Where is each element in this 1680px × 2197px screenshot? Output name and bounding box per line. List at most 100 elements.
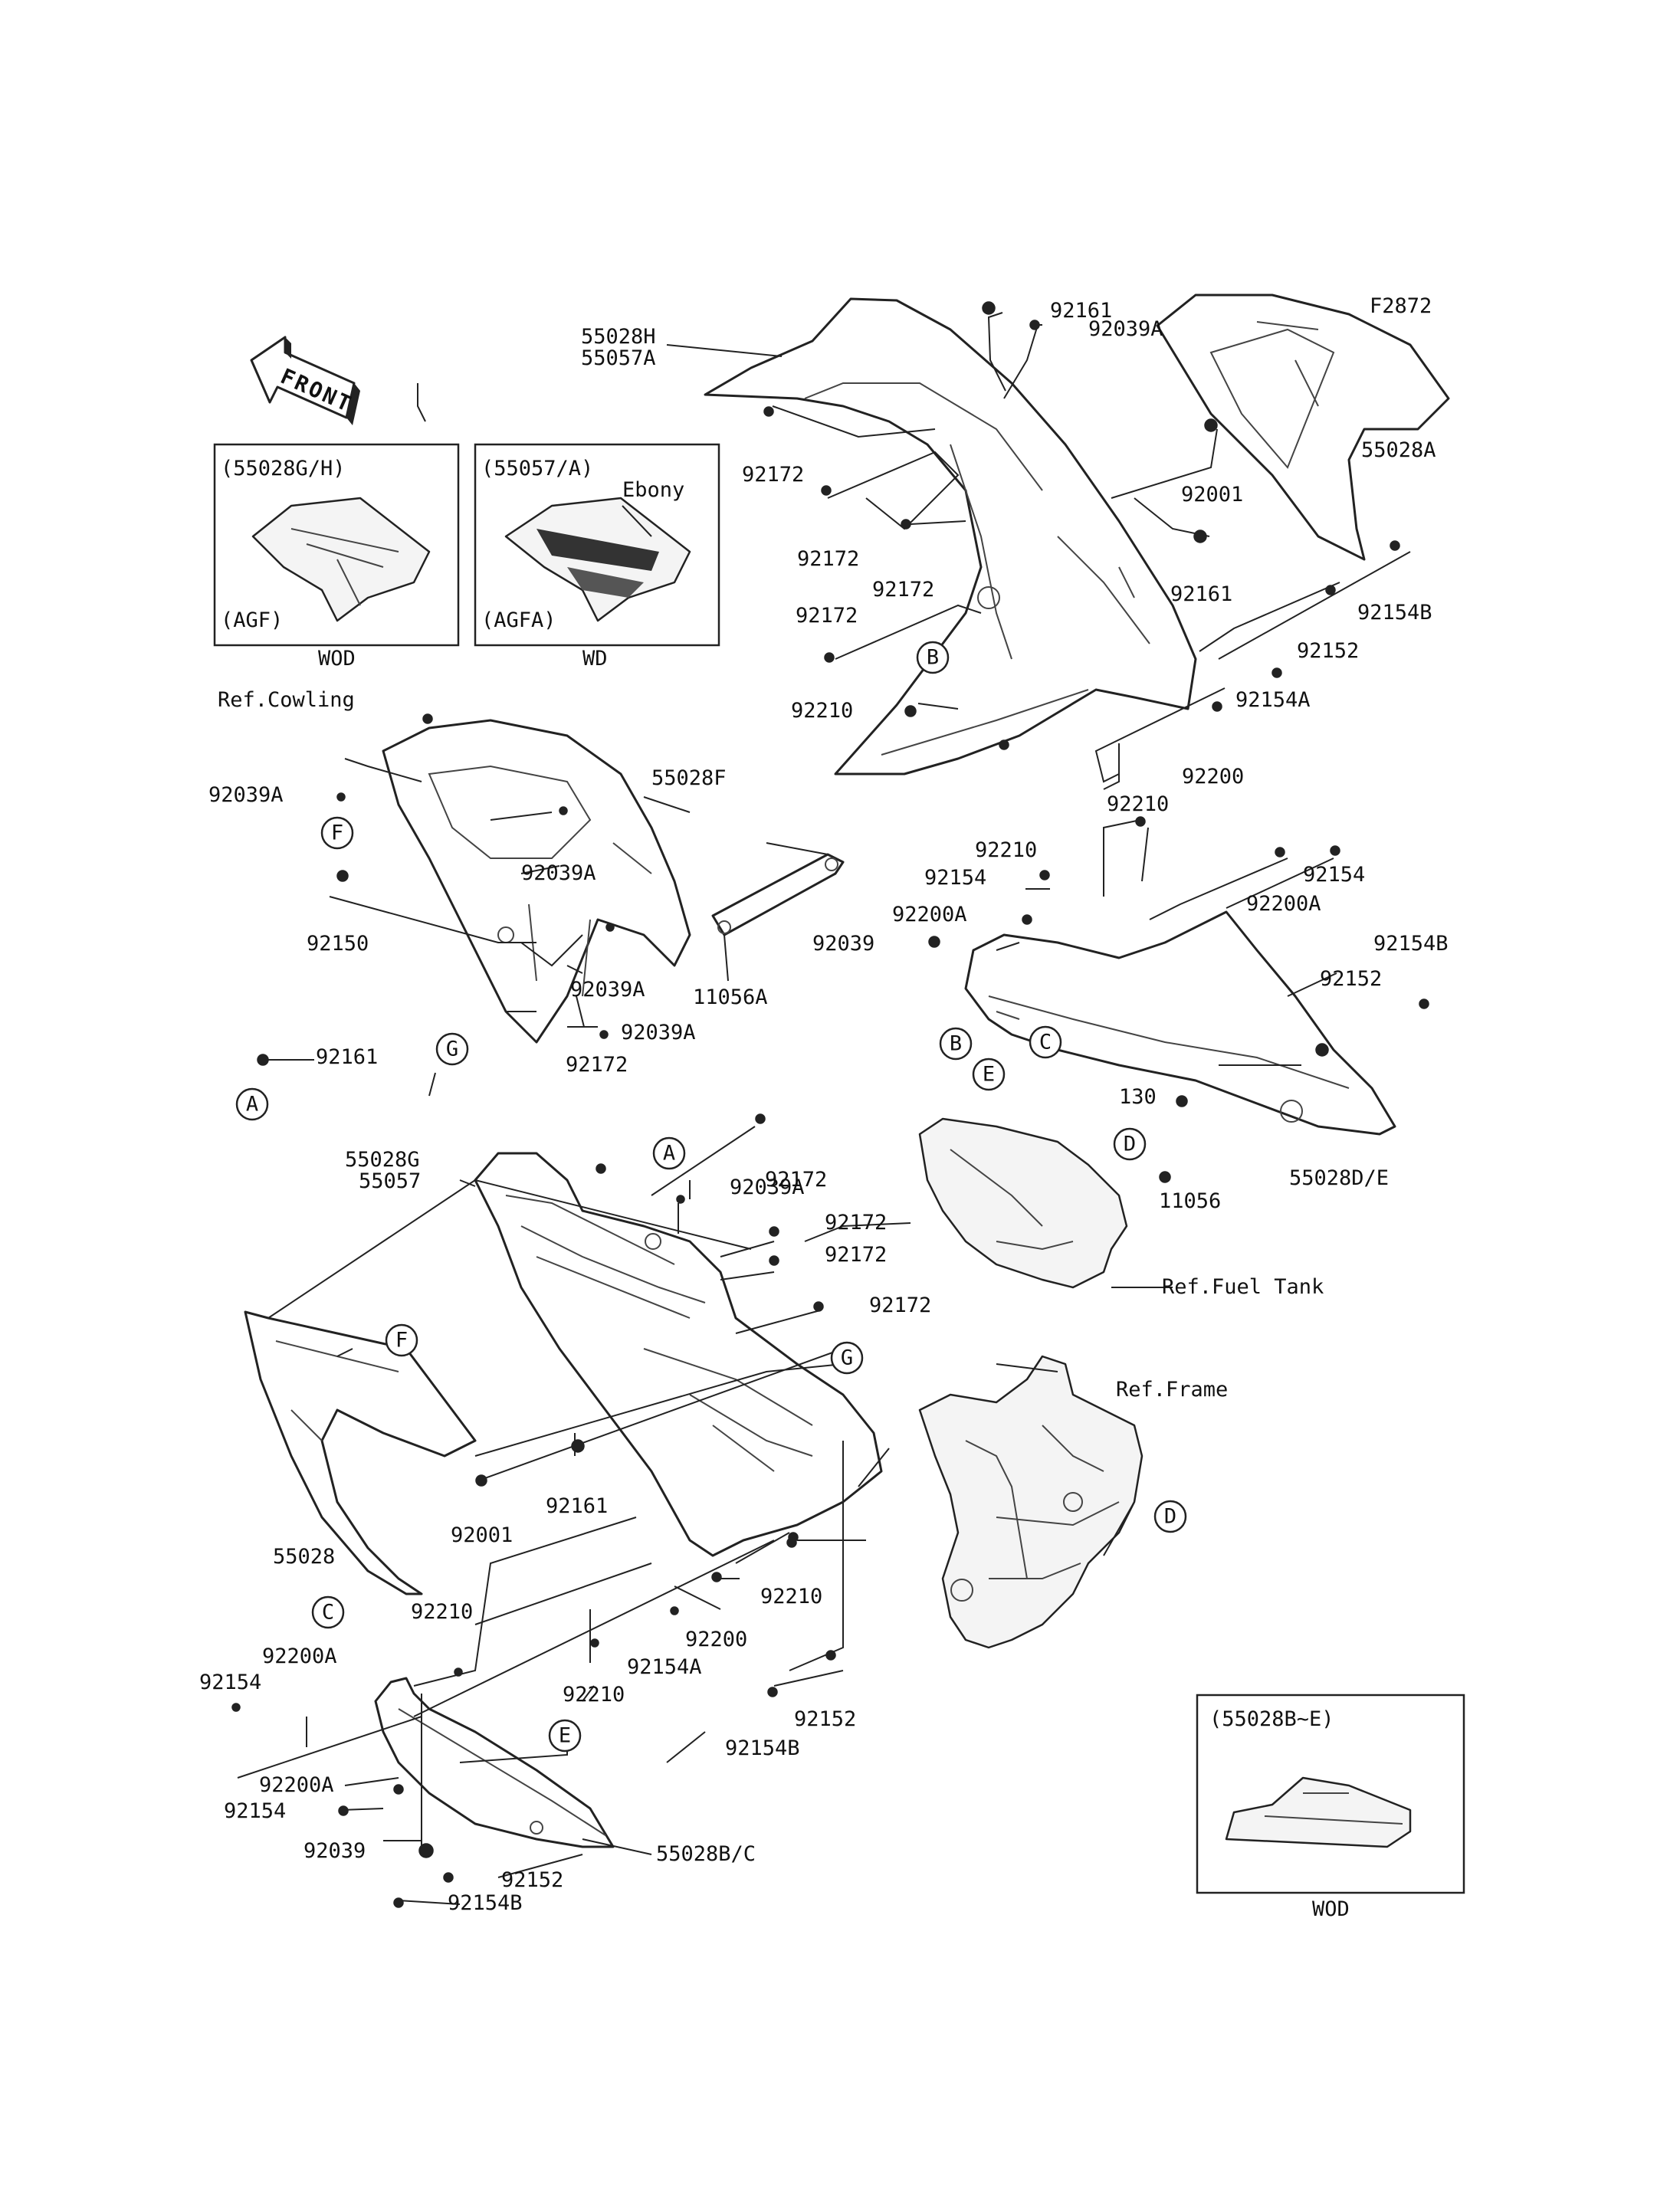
- part-label: 92154: [924, 866, 986, 890]
- svg-text:C: C: [1039, 1031, 1052, 1054]
- callout-e-2: E: [548, 1719, 582, 1753]
- part-label: 92172: [872, 578, 934, 602]
- callout-f-1: F: [320, 816, 354, 850]
- callout-f-2: F: [385, 1323, 418, 1357]
- frame-ref-part: [918, 1355, 1144, 1649]
- part-label: 92001: [1181, 483, 1243, 507]
- inset-2-caption: WD: [582, 647, 608, 671]
- part-label: 92200A: [259, 1773, 334, 1797]
- part-label: 92172: [742, 463, 804, 487]
- inset-3-caption: WOD: [1312, 1897, 1350, 1921]
- svg-text:C: C: [322, 1601, 334, 1625]
- callout-d-2: D: [1153, 1500, 1187, 1533]
- inset-box-55057a: (55057/A) Ebony (AGFA): [474, 443, 720, 647]
- part-label: 92039A: [1088, 317, 1163, 341]
- svg-text:D: D: [1124, 1133, 1136, 1156]
- callout-b-2: B: [939, 1027, 973, 1061]
- part-label: 92161: [316, 1045, 378, 1069]
- part-label: 92200A: [262, 1644, 337, 1668]
- part-label: 92172: [825, 1211, 887, 1235]
- part-label: 92152: [794, 1707, 856, 1731]
- part-label: 92154B: [448, 1891, 523, 1915]
- part-labels: 92161 92039A F2872 55028H 55057A 55028A …: [199, 294, 1449, 1915]
- part-label: 92161: [546, 1494, 608, 1518]
- part-label: 92039A: [570, 978, 645, 1002]
- part-label: 130: [1119, 1085, 1157, 1109]
- part-label: 92210: [1107, 792, 1169, 816]
- inset-2-header: (55057/A): [481, 457, 593, 480]
- diagram-code: F2872: [1370, 294, 1432, 318]
- ref-fuel-tank-label: Ref.Fuel Tank: [1162, 1275, 1324, 1299]
- part-label: 92039: [812, 932, 874, 956]
- part-label: 92154B: [1357, 601, 1432, 625]
- svg-text:B: B: [950, 1032, 962, 1056]
- part-label: 92161: [1050, 299, 1112, 323]
- inset-1-header: (55028G/H): [221, 457, 346, 480]
- part-label: 92154B: [725, 1736, 800, 1760]
- part-label: 55028D/E: [1289, 1166, 1389, 1190]
- inset-2-note: Ebony: [622, 478, 684, 502]
- part-label: 92152: [501, 1868, 563, 1892]
- part-label: 55028F: [651, 766, 727, 790]
- svg-text:F: F: [395, 1329, 408, 1353]
- part-label: 92200A: [892, 903, 967, 926]
- svg-text:D: D: [1164, 1505, 1176, 1529]
- callout-g-1: G: [435, 1032, 469, 1066]
- part-label: 55028H: [581, 325, 656, 349]
- inset-1-caption: WOD: [318, 647, 356, 671]
- part-label: 92150: [307, 932, 369, 956]
- callout-b-1: B: [916, 641, 950, 674]
- part-label: 92172: [825, 1243, 887, 1267]
- side-panel-part: [1156, 293, 1450, 561]
- callout-c-2: C: [311, 1595, 345, 1629]
- part-label: 92154: [1303, 863, 1365, 887]
- svg-text:B: B: [927, 646, 939, 670]
- ref-frame-label: Ref.Frame: [1116, 1378, 1228, 1402]
- inset-box-55028b-e: (55028B~E): [1196, 1694, 1465, 1894]
- inset-1-footer: (AGF): [221, 608, 283, 632]
- part-label: 92172: [797, 547, 859, 571]
- part-label: 92001: [451, 1523, 513, 1547]
- part-label: 92172: [566, 1053, 628, 1077]
- part-label: 92172: [765, 1168, 827, 1192]
- part-label: 55028: [273, 1545, 335, 1569]
- part-label: 55028B/C: [656, 1842, 756, 1866]
- part-label: 55057A: [581, 346, 656, 370]
- part-label: 92172: [869, 1294, 931, 1317]
- part-label: 92154: [224, 1799, 286, 1823]
- svg-text:E: E: [559, 1724, 571, 1748]
- upper-cowling-part: [704, 297, 1197, 776]
- ref-cowling-label: Ref.Cowling: [218, 688, 355, 712]
- part-label: 92039: [304, 1839, 366, 1863]
- part-label: 92200: [1182, 765, 1244, 789]
- part-label: 92154A: [627, 1655, 702, 1679]
- part-label: 92152: [1320, 967, 1382, 991]
- part-label: 92200: [685, 1628, 747, 1651]
- part-label: 92210: [975, 838, 1037, 862]
- fastener-icons: [231, 301, 1429, 1908]
- callout-e-1: E: [972, 1058, 1006, 1091]
- part-label: 92154A: [1235, 688, 1311, 712]
- part-label: 55028G: [345, 1148, 420, 1172]
- part-label: 92210: [563, 1683, 625, 1707]
- fuel-tank-ref-part: [918, 1117, 1128, 1289]
- svg-text:G: G: [841, 1346, 853, 1370]
- bracket-11056a-part: [711, 853, 845, 936]
- part-label: 92152: [1297, 639, 1359, 663]
- part-label: 92039A: [208, 783, 284, 807]
- part-label: 92210: [411, 1600, 473, 1624]
- part-label: 92154: [199, 1671, 261, 1694]
- part-label: 92210: [791, 699, 853, 723]
- callout-g-2: G: [830, 1341, 864, 1375]
- callout-a-1: A: [235, 1087, 269, 1121]
- part-label: 92039A: [621, 1021, 696, 1044]
- callout-c-1: C: [1029, 1025, 1062, 1059]
- inset-3-header: (55028B~E): [1209, 1707, 1334, 1731]
- part-label: 92161: [1170, 582, 1232, 606]
- part-label: 92039A: [521, 861, 596, 885]
- part-label: 11056A: [693, 985, 768, 1009]
- svg-text:E: E: [983, 1063, 995, 1087]
- callout-d-1: D: [1113, 1127, 1147, 1161]
- part-label: 92200A: [1246, 892, 1321, 916]
